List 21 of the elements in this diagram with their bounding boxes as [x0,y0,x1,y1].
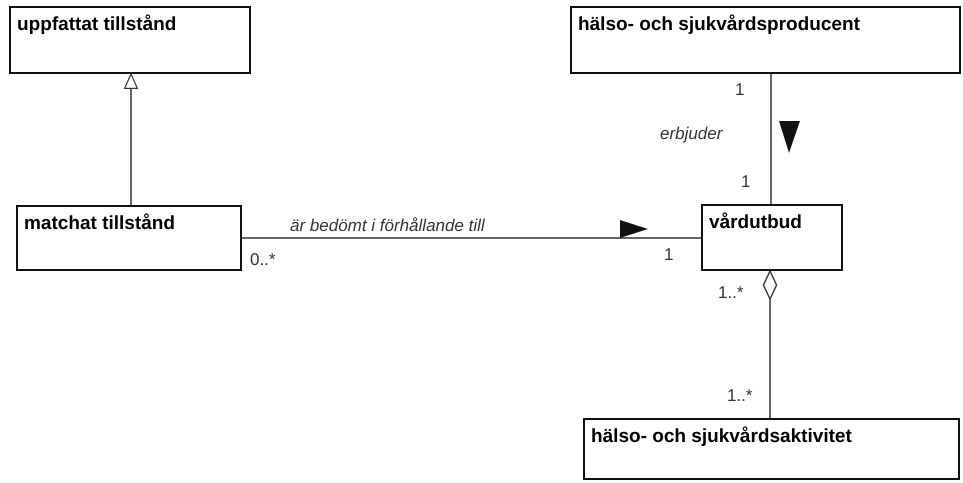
aggregation-line [762,270,778,418]
multiplicity-label: 0..* [250,250,276,270]
class-box [583,418,960,480]
class-box [701,204,843,271]
generalization-arrow [124,73,138,205]
association-line [242,237,701,239]
multiplicity-label: 1 [741,172,750,192]
class-name: matchat tillstånd [24,213,175,235]
multiplicity-label: 1 [664,245,674,265]
class-box [16,205,242,271]
class-name: hälso- och sjukvårdsaktivitet [591,426,852,448]
multiplicity-label: 1..* [727,386,753,406]
class-name: uppfattat tillstånd [17,14,176,36]
association-label: erbjuder [658,124,724,144]
association-line [770,74,772,204]
class-name: vårdutbud [709,212,802,234]
class-name: hälso- och sjukvårdsproducent [578,14,860,36]
class-box [570,6,961,74]
class-box [9,6,251,74]
multiplicity-label: 1 [735,80,744,100]
multiplicity-label: 1..* [718,283,744,303]
